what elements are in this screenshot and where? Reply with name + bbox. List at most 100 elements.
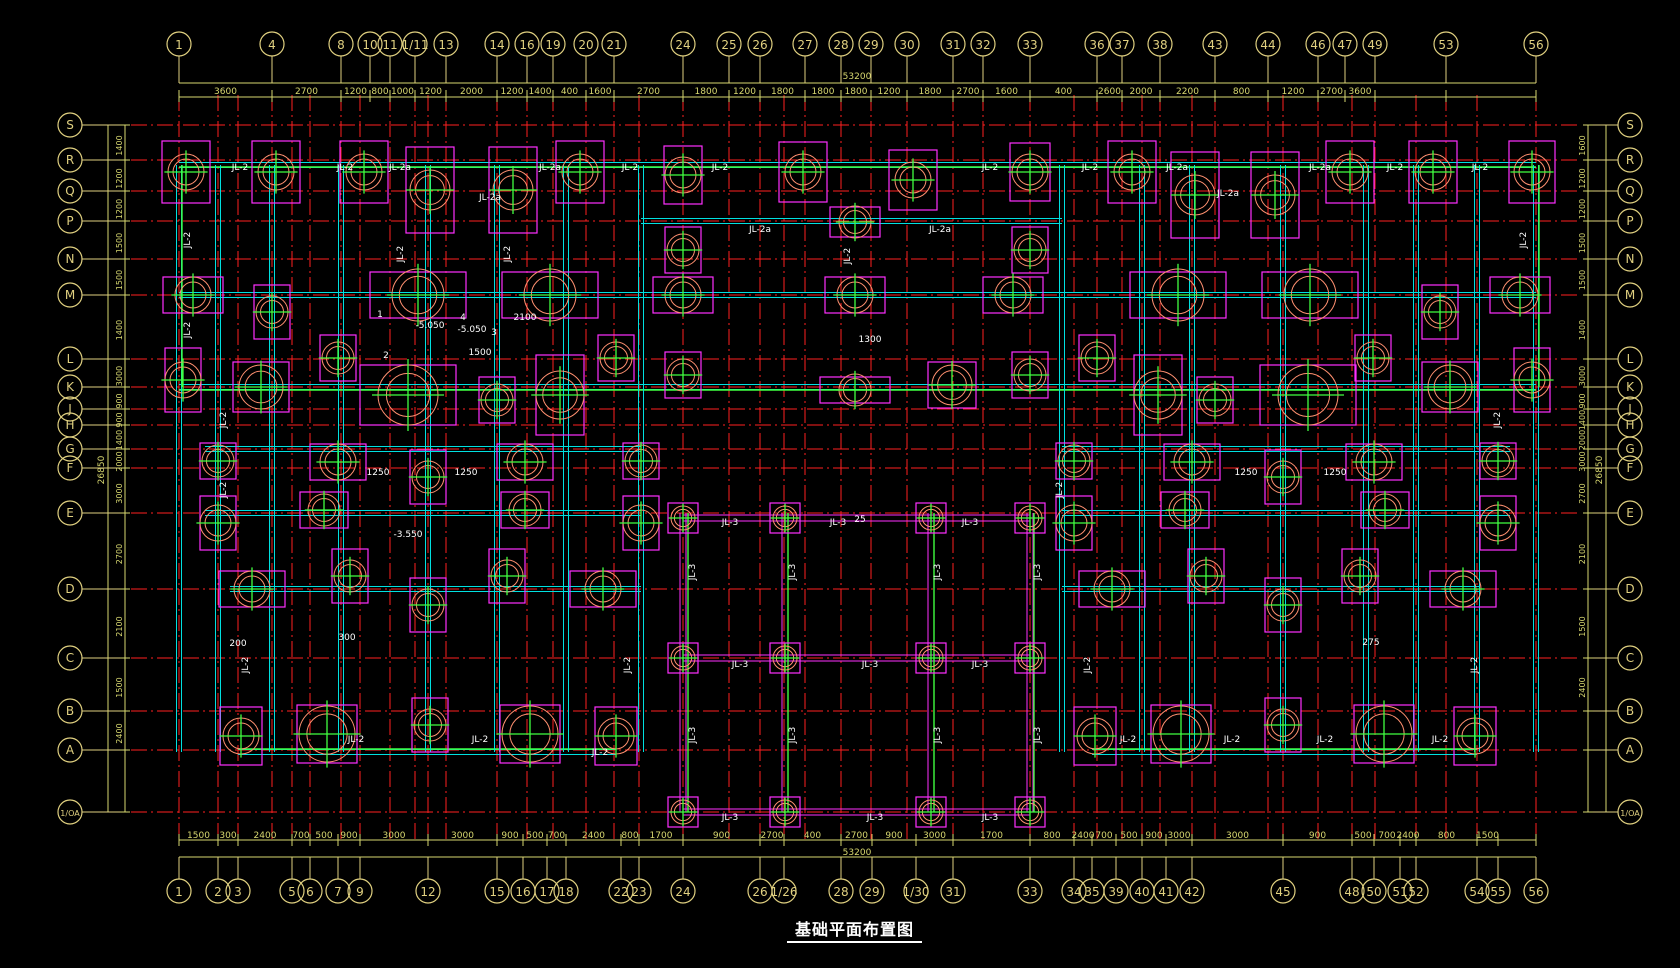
- dim-bottom: 800: [1438, 831, 1455, 841]
- axis-label-left: F: [67, 461, 74, 475]
- beam-label-jl3v: JL-3: [688, 564, 698, 581]
- pile-cap: [1107, 140, 1157, 204]
- axis-label-left: M: [65, 288, 75, 302]
- pile-cap: [915, 642, 947, 674]
- beam-label-jl2a: JL-2a: [928, 225, 951, 235]
- axis-label-right: Q: [1625, 184, 1634, 198]
- dim-right: 1200: [1578, 168, 1587, 188]
- dim-bottom: 2400: [582, 831, 605, 841]
- axis-bubble-bottom: [1339, 878, 1365, 904]
- dim-top: 3600: [214, 87, 237, 97]
- beam-label-jl2v: JL-2: [623, 657, 633, 674]
- annotation-text: -5.050: [457, 325, 486, 335]
- dim-left: 3000: [115, 483, 124, 503]
- axis-label-right: K: [1626, 380, 1635, 394]
- dim-left: 1200: [115, 168, 124, 188]
- axis-label-left: L: [67, 352, 74, 366]
- axis-label-bottom: 52: [1408, 885, 1423, 899]
- dim-right: 2400: [1578, 677, 1587, 697]
- axis-bubble-top: [792, 31, 818, 57]
- axis-bubble-top: [828, 31, 854, 57]
- beam-label-jl3: JL-3: [981, 813, 998, 823]
- axis-label-top: 26: [752, 38, 767, 52]
- axis-bubble-bottom: [553, 878, 579, 904]
- axis-label-top: 11: [382, 38, 397, 52]
- axis-label-top: 56: [1528, 38, 1543, 52]
- axis-bubble-top: [1084, 31, 1110, 57]
- dim-top: 1800: [771, 87, 794, 97]
- dim-left: 2400: [115, 723, 124, 743]
- axis-label-right: S: [1626, 118, 1634, 132]
- pile-cap: [667, 796, 699, 828]
- axis-label-bottom: 18: [558, 885, 573, 899]
- dim-bottom: 1500: [1476, 831, 1499, 841]
- axis-bubble-bottom: [940, 878, 966, 904]
- dim-bottom: 700: [548, 831, 565, 841]
- dim-top: 2700: [295, 87, 318, 97]
- axis-bubble-top: [1147, 31, 1173, 57]
- annotation-text: 1250: [367, 468, 390, 478]
- axis-label-top: 32: [975, 38, 990, 52]
- beam-label-jl3v: JL-3: [1033, 727, 1043, 744]
- pile-cap: [251, 140, 301, 204]
- beam-label-jl2: JL-2: [981, 163, 998, 173]
- beam-label-jl3v: JL-3: [933, 564, 943, 581]
- axis-bubble-top: [514, 31, 540, 57]
- axis-label-top: 13: [438, 38, 453, 52]
- axis-label-top: 49: [1367, 38, 1382, 52]
- axis-label-top: 24: [675, 38, 690, 52]
- beam-label-jl3: JL-3: [721, 518, 738, 528]
- dim-right: 1500: [1578, 616, 1587, 636]
- dim-top: 2700: [637, 87, 660, 97]
- beam-label-jl2: JL-2: [1119, 735, 1136, 745]
- dim-top: 2000: [1130, 87, 1153, 97]
- dim-bottom: 300: [219, 831, 236, 841]
- axis-bubble-bottom: [1485, 878, 1511, 904]
- axis-bubble-top: [328, 31, 354, 57]
- annotation-text: 1: [377, 310, 383, 320]
- axis-bubble-bottom: [1153, 878, 1179, 904]
- axis-bubble-bottom: [347, 878, 373, 904]
- axis-bubble-bottom: [1403, 878, 1429, 904]
- dim-bottom: 3000: [383, 831, 406, 841]
- beam-label-jl2: JL-2: [1431, 735, 1448, 745]
- annotation-text: 3: [491, 328, 497, 338]
- axis-bubble-top: [573, 31, 599, 57]
- axis-bubble-top: [1433, 31, 1459, 57]
- dim-bottom: 3000: [1168, 831, 1191, 841]
- axis-label-bottom: 15: [489, 885, 504, 899]
- dim-bottom: 900: [340, 831, 357, 841]
- axis-label-left: D: [65, 582, 74, 596]
- dim-bottom: 400: [804, 831, 821, 841]
- dim-left: 1500: [115, 233, 124, 253]
- dim-top: 1200: [733, 87, 756, 97]
- annotation-text: 25: [854, 515, 865, 525]
- beam-label-jl3: JL-3: [961, 518, 978, 528]
- dim-top: 2200: [1176, 87, 1199, 97]
- axis-label-bottom: 54: [1469, 885, 1484, 899]
- beam-label-jl2: JL-2: [347, 735, 364, 745]
- dim-top: 1800: [845, 87, 868, 97]
- dim-bottom: 500: [526, 831, 543, 841]
- axis-bubble-bottom: [608, 878, 634, 904]
- axis-label-top: 27: [797, 38, 812, 52]
- dim-top: 1600: [995, 87, 1018, 97]
- beam-label-jl3v: JL-3: [688, 727, 698, 744]
- beam-label-jl2: JL-2: [1471, 163, 1488, 173]
- annotation-text: 275: [1362, 638, 1379, 648]
- axis-bubble-bottom: [1361, 878, 1387, 904]
- axis-bubble-top: [858, 31, 884, 57]
- dim-top: 400: [1055, 87, 1072, 97]
- axis-bubble-bottom: [1387, 878, 1413, 904]
- dim-bottom: 500: [1120, 831, 1137, 841]
- dim-top: 1200: [344, 87, 367, 97]
- axis-bubble-top: [1332, 31, 1358, 57]
- pile-cap: [888, 149, 938, 211]
- dim-left: 1500: [115, 270, 124, 290]
- axis-bubble-bottom: [1464, 878, 1490, 904]
- axis-label-bottom: 35: [1084, 885, 1099, 899]
- axis-label-bottom: 24: [675, 885, 690, 899]
- annotation-text: 300: [338, 633, 355, 643]
- beam-label-jl3: JL-3: [829, 518, 846, 528]
- axis-bubble-bottom: [279, 878, 305, 904]
